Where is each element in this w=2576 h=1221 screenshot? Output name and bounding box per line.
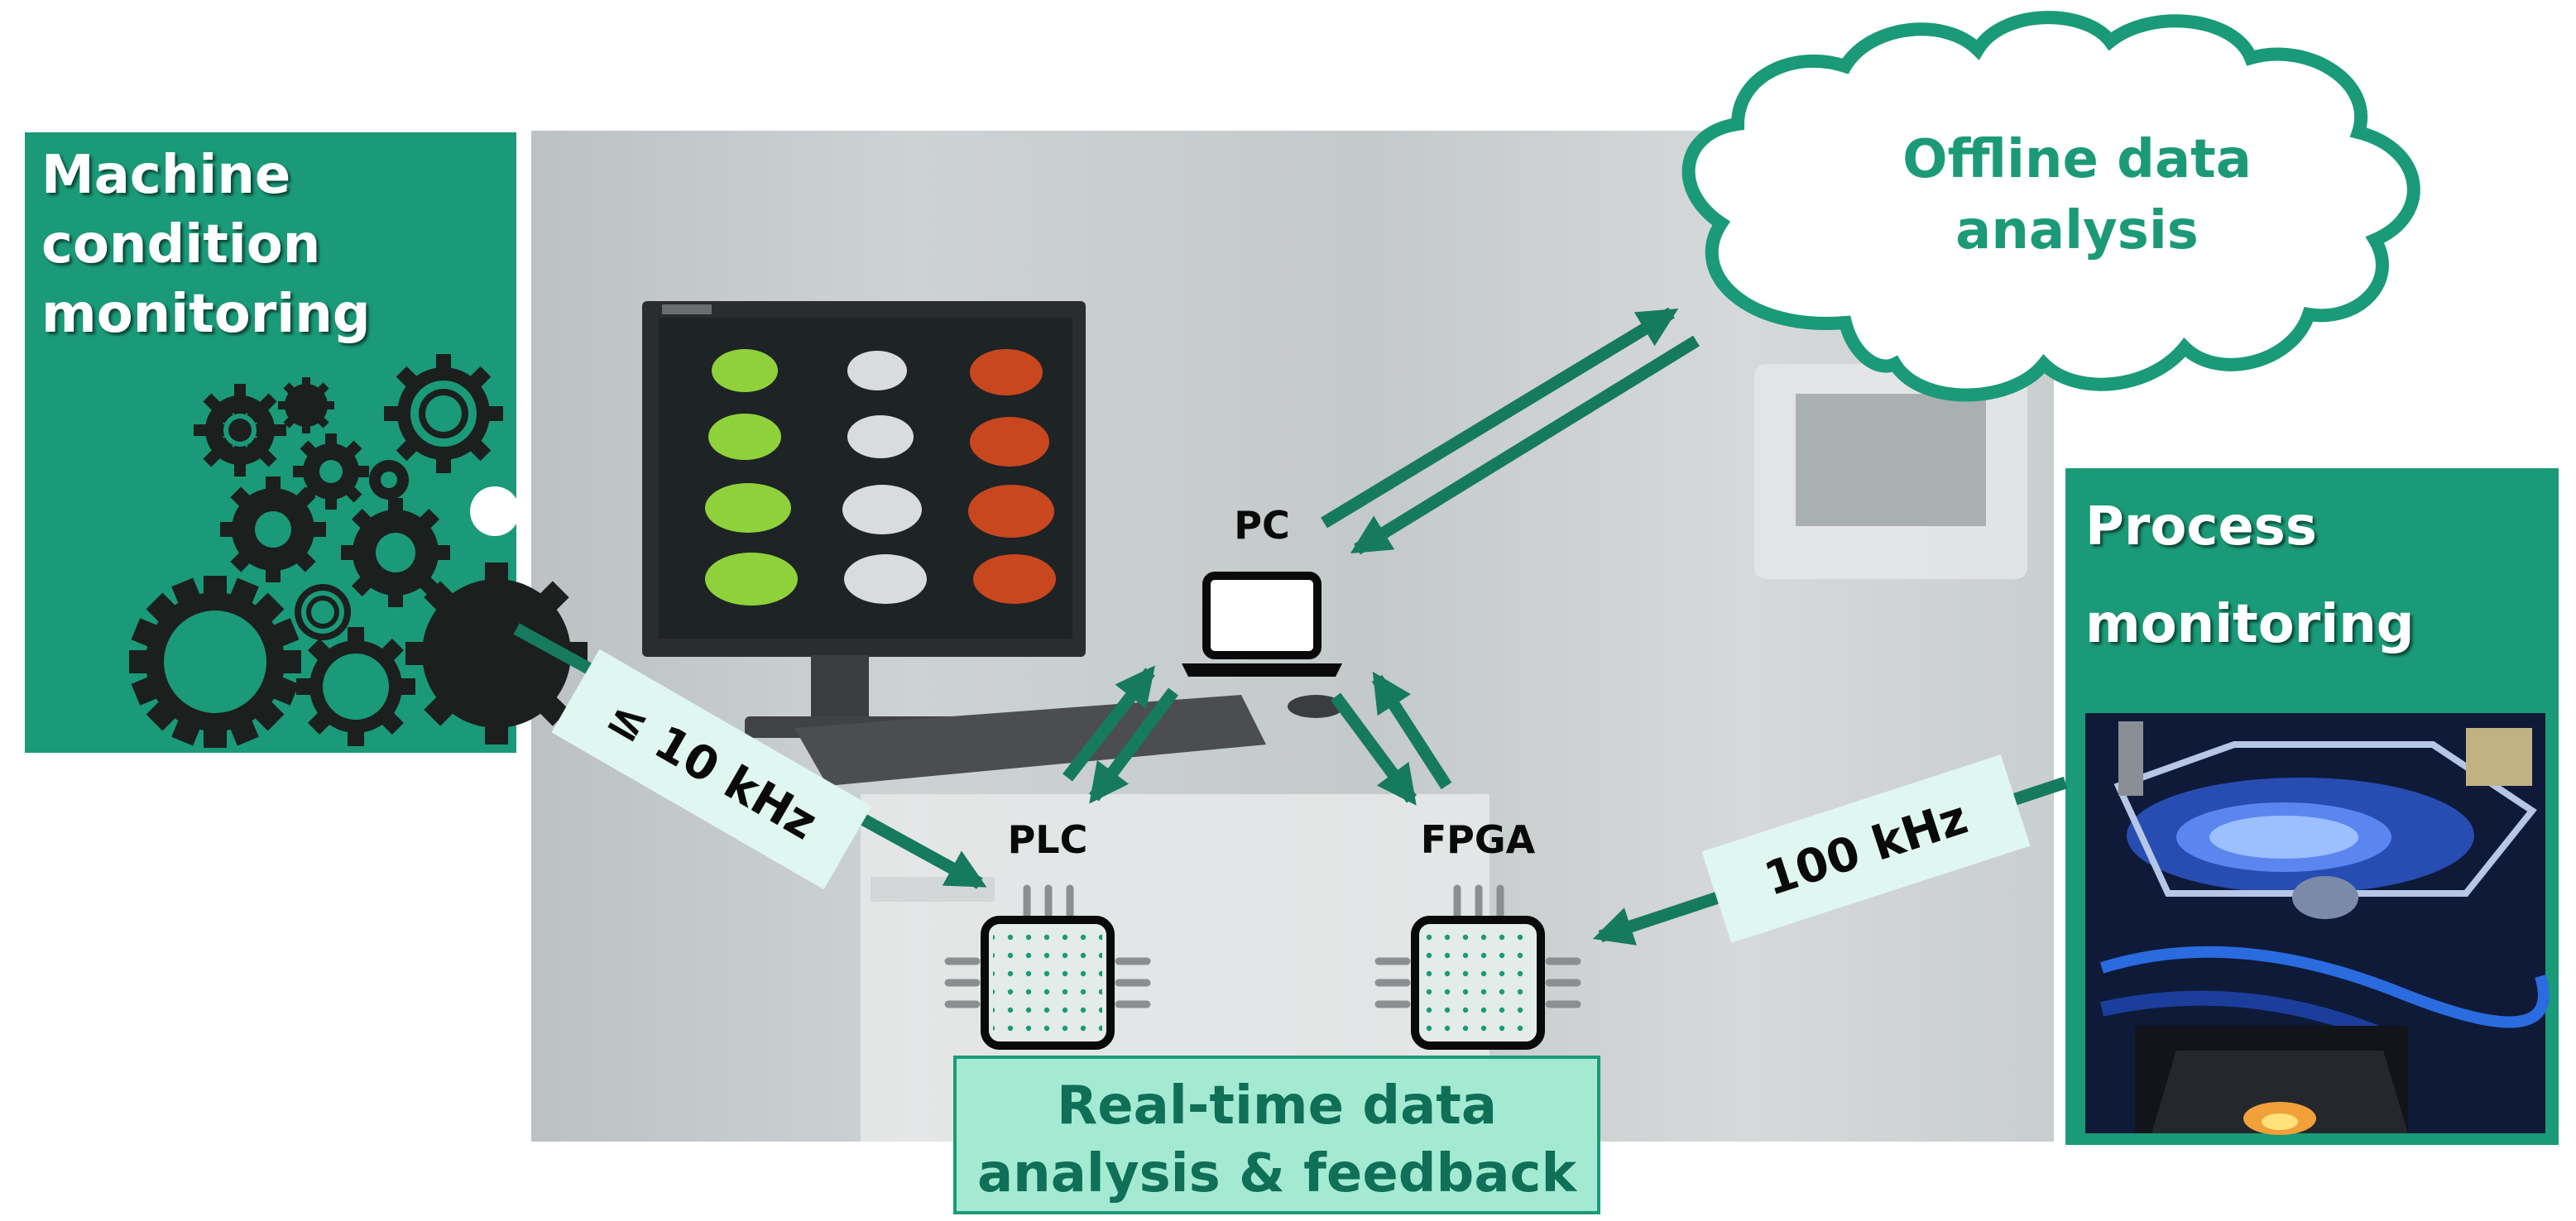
arrow-pc-to-cloud: [1321, 307, 1679, 529]
offline-label-line-1: Offline data: [1902, 129, 2252, 190]
cloud-shape: [1681, 11, 2420, 402]
machine-rate-label-bg: [551, 649, 872, 890]
gears-icon: [129, 354, 588, 748]
process-photo: [2085, 713, 2550, 1135]
machine-title-line-2: condition: [41, 214, 321, 275]
process-monitoring-title: Process monitoring: [2085, 478, 2415, 673]
process-title-line-1: Process: [2085, 496, 2317, 558]
arrow-pc-to-fpga: [1330, 692, 1418, 806]
plc-label: PLC: [1007, 817, 1088, 862]
process-title-line-2: monitoring: [2085, 594, 2415, 655]
equipment-photo: [1754, 364, 2027, 579]
realtime-label-line-2: analysis & feedback: [976, 1143, 1577, 1204]
machine-condition-title: Machine condition monitoring: [41, 141, 371, 349]
plc-chip-icon: [944, 884, 1151, 1050]
offline-label-line-2: analysis: [1955, 200, 2199, 261]
process-rate-label-bg: [1701, 754, 2031, 943]
machine-title-line-1: Machine: [41, 145, 291, 206]
realtime-label-line-1: Real-time data: [1056, 1075, 1498, 1137]
fpga-label: FPGA: [1420, 817, 1536, 862]
fpga-chip-icon: [1374, 884, 1581, 1050]
arrow-cloud-to-pc: [1350, 335, 1700, 555]
arrow-plc-to-pc: [1063, 665, 1155, 782]
arrow-fpga-to-pc: [1371, 671, 1452, 790]
machine-title-line-3: monitoring: [41, 284, 371, 345]
arrow-pc-to-plc: [1089, 687, 1178, 804]
pc-label: PC: [1234, 503, 1290, 548]
offline-analysis-label: Offline data analysis: [1820, 124, 2334, 266]
laptop-icon: [1182, 572, 1342, 677]
realtime-analysis-box: Real-time data analysis & feedback: [953, 1056, 1600, 1214]
monitor-photo: [642, 301, 1086, 738]
